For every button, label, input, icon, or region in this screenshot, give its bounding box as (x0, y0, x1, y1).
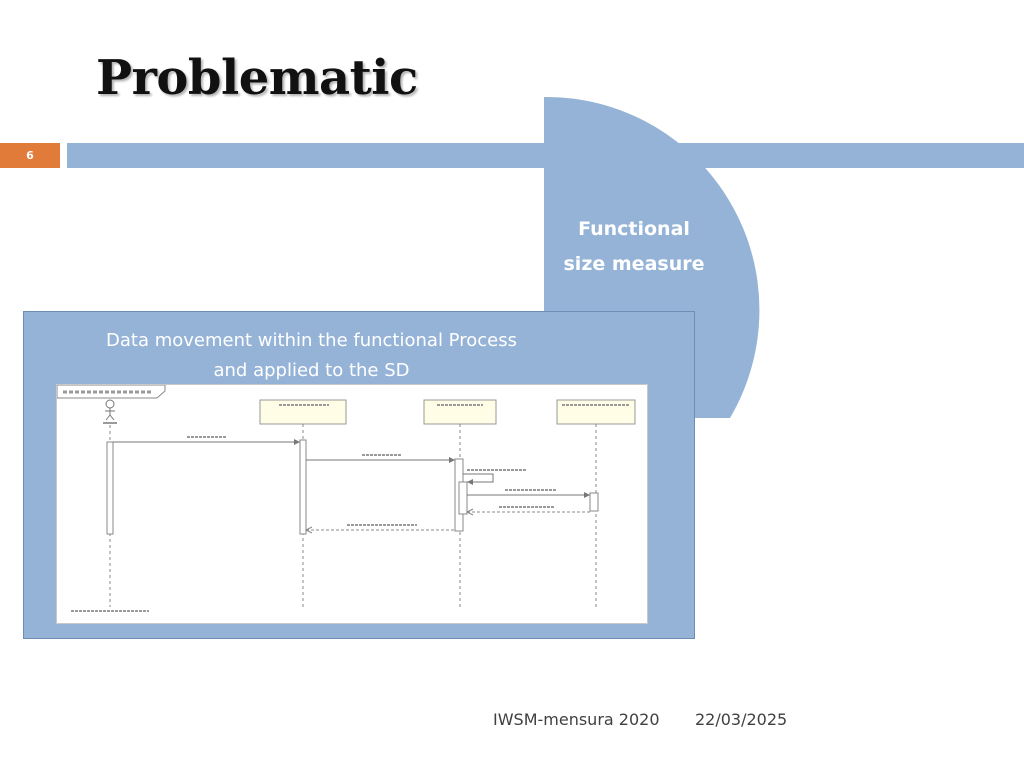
sequence-diagram-image (56, 384, 648, 624)
shape-label-line1: Functional (578, 218, 690, 240)
slide-title: Problematic (96, 50, 418, 106)
footer-event: IWSM-mensura 2020 (493, 710, 660, 729)
footer-date: 22/03/2025 (695, 710, 788, 729)
panel-caption-line1: Data movement within the functional Proc… (106, 330, 517, 351)
data-movement-panel: Data movement within the functional Proc… (23, 311, 695, 639)
panel-caption: Data movement within the functional Proc… (24, 326, 599, 386)
shape-label-line2: size measure (563, 253, 705, 275)
sequence-diagram-drawing (57, 385, 636, 612)
actor-icon (103, 399, 117, 424)
slide-number: 6 (0, 143, 60, 168)
functional-size-measure-label: Functional size measure (548, 212, 720, 282)
title-divider-bar (67, 143, 1024, 168)
panel-caption-line2: and applied to the SD (213, 360, 410, 381)
